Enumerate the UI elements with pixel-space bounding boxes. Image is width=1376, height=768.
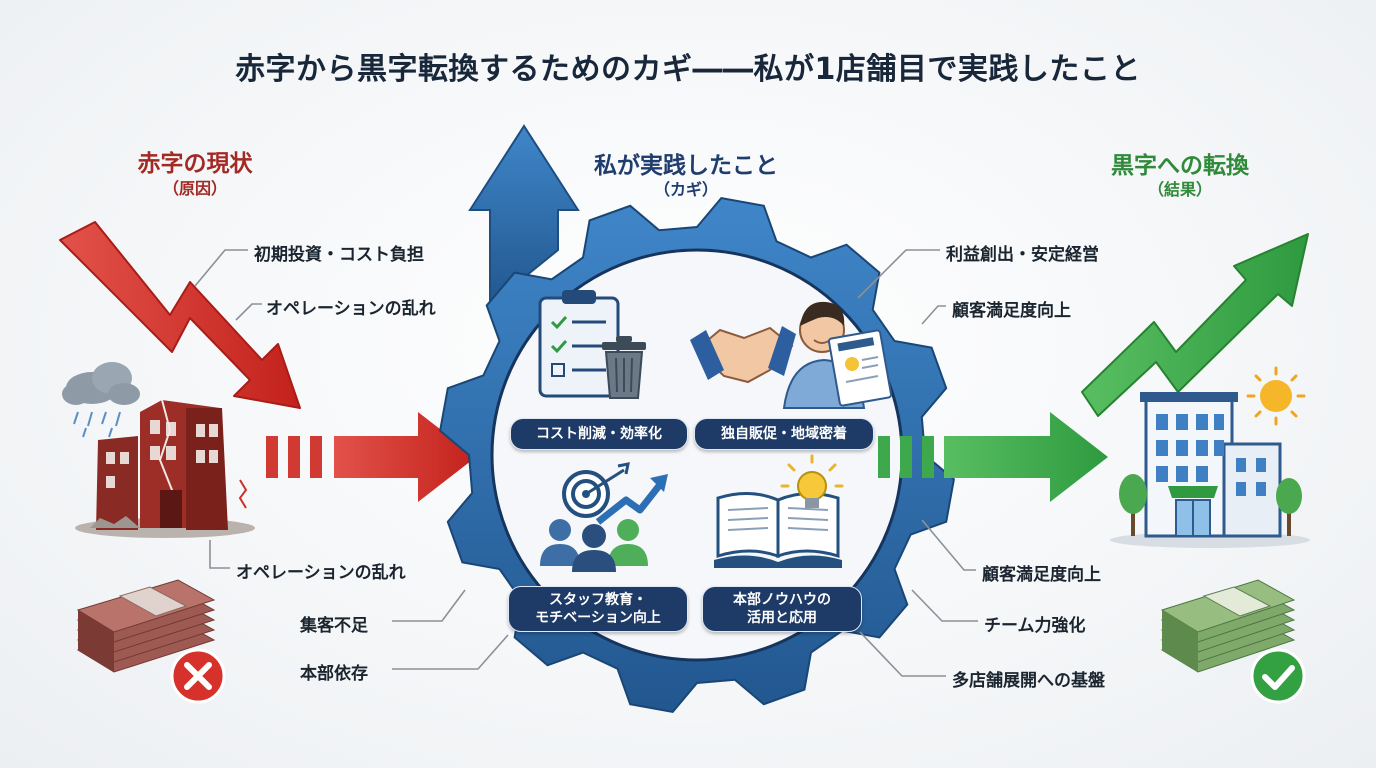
check-badge-icon	[1250, 648, 1306, 704]
key-cost-reduction: コスト削減・効率化	[510, 418, 688, 450]
tree-icon	[1119, 474, 1302, 536]
falling-arrow-icon	[59, 221, 301, 409]
page-title: 赤字から黒字転換するためのカギ――私が1店舗目で実践したこと	[235, 52, 1141, 87]
sun-icon	[1246, 366, 1306, 426]
lightbulb-icon	[780, 454, 844, 508]
right-item-teamwork: チーム力強化	[984, 616, 1086, 636]
handshake-icon	[690, 326, 796, 384]
green-dashed-arrow	[878, 412, 1108, 502]
right-item-satisfaction-1: 顧客満足度向上	[952, 301, 1071, 321]
person-with-flyer-icon	[782, 301, 893, 409]
right-leader-lines	[857, 249, 978, 677]
cracked-building-icon	[75, 399, 255, 538]
left-subheading: （原因）	[162, 179, 227, 198]
left-item-customer-shortage: 集客不足	[300, 616, 368, 636]
trash-can-icon	[602, 336, 646, 399]
left-item-hq-dependence: 本部依存	[300, 664, 368, 684]
clipboard-checklist-icon	[538, 290, 620, 398]
left-item-initial-investment: 初期投資・コスト負担	[254, 245, 424, 265]
center-subheading: （カギ）	[653, 180, 718, 199]
rising-arrow-icon	[1081, 233, 1309, 417]
left-heading: 赤字の現状	[137, 151, 253, 177]
right-item-satisfaction-2: 顧客満足度向上	[982, 565, 1101, 585]
key-local-promotion: 独自販促・地域密着	[694, 418, 874, 450]
center-heading: 私が実践したこと	[594, 153, 778, 179]
right-heading: 黒字への転換	[1111, 153, 1249, 179]
red-dashed-arrow	[266, 412, 476, 502]
left-leader-lines	[194, 249, 509, 670]
key-hq-knowhow: 本部ノウハウの 活用と応用	[702, 586, 862, 632]
key-staff-training: スタッフ教育・ モチベーション向上	[508, 586, 688, 632]
right-item-profit: 利益創出・安定経営	[946, 245, 1099, 265]
cash-stack-green-icon	[1160, 579, 1296, 673]
storm-cloud-icon	[62, 362, 140, 438]
cash-stack-icon	[76, 579, 216, 673]
team-icon	[540, 519, 648, 572]
left-item-operations-1: オペレーションの乱れ	[266, 299, 436, 319]
open-book-icon	[714, 492, 842, 568]
right-subheading: （結果）	[1147, 180, 1212, 199]
blue-up-arrow	[468, 124, 580, 308]
right-item-expansion: 多店舗展開への基盤	[952, 671, 1105, 691]
office-building-icon	[1110, 392, 1310, 548]
left-item-operations-2: オペレーションの乱れ	[236, 563, 406, 583]
target-growth-icon	[562, 462, 668, 525]
cross-badge-icon	[170, 648, 226, 704]
